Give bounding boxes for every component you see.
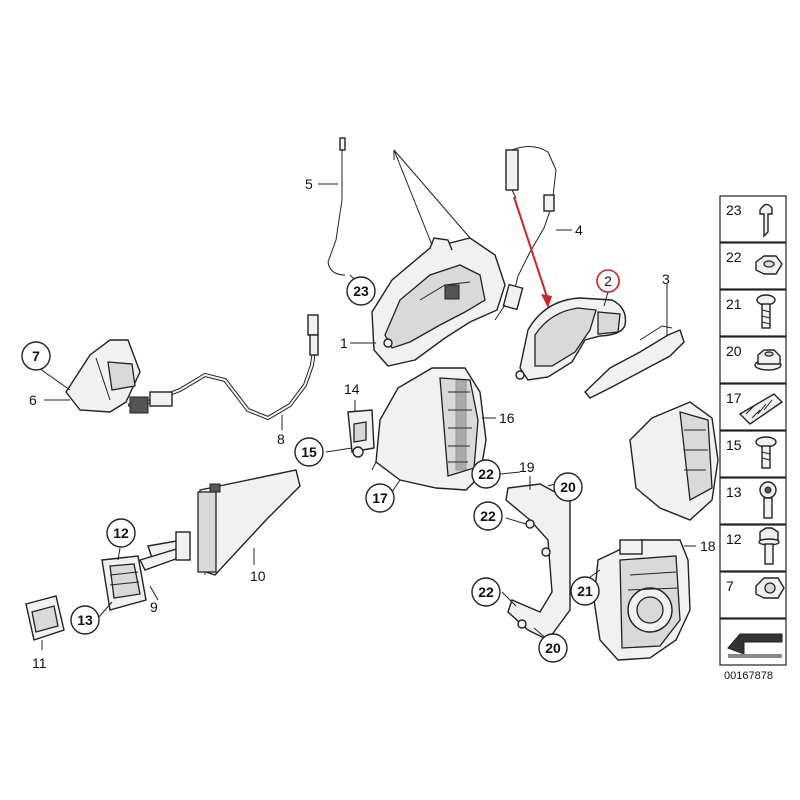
grommet-icon [738, 393, 784, 425]
label-4: 4 [575, 222, 583, 238]
label-6: 6 [29, 392, 37, 408]
callout-21: 21 [570, 576, 600, 606]
hex-nut-icon [755, 577, 785, 599]
label-12: 12 [113, 525, 129, 541]
callout-17: 17 [365, 483, 395, 513]
part-5-lock-rod [327, 137, 346, 276]
part-4-bowden-cable [494, 146, 557, 321]
callout-22-c: 22 [471, 577, 501, 607]
label-21: 21 [577, 583, 593, 599]
label-9: 9 [150, 599, 158, 615]
label-13: 13 [77, 612, 93, 628]
torx-bolt-icon [759, 481, 777, 519]
part-6-trim-cover [65, 339, 141, 413]
bolt-icon [755, 436, 777, 469]
callout-22-b: 22 [473, 501, 503, 531]
part-8-cable [128, 314, 319, 421]
label-22-a: 22 [478, 466, 494, 482]
legend-20-number: 20 [726, 343, 742, 359]
nut-icon [755, 255, 783, 275]
legend-23-number: 23 [726, 202, 742, 218]
label-7: 7 [32, 348, 40, 364]
label-17: 17 [372, 490, 388, 506]
highlight-arrow [513, 196, 552, 308]
callout-23: 23 [346, 276, 376, 306]
label-10: 10 [250, 568, 266, 584]
callout-15: 15 [294, 437, 324, 467]
collar-screw-icon [758, 527, 780, 565]
callout-12: 12 [106, 518, 136, 548]
legend-17-number: 17 [726, 390, 742, 406]
label-3: 3 [662, 271, 670, 287]
callout-20-b: 20 [538, 633, 568, 663]
leader-lines [35, 149, 696, 650]
legend-7-number: 7 [726, 578, 734, 594]
callout-13: 13 [70, 605, 100, 635]
flange-nut-icon [754, 349, 782, 371]
label-2: 2 [604, 273, 612, 289]
legend-22-number: 22 [726, 249, 742, 265]
part-18-actuator [593, 539, 691, 661]
label-1: 1 [340, 335, 348, 351]
part-1-inner-handle-housing [371, 237, 506, 367]
small-parts-legend: 23 22 21 20 17 [719, 195, 787, 682]
callout-20-a: 20 [553, 472, 583, 502]
callout-2-highlighted: 2 [596, 269, 620, 293]
label-20-b: 20 [545, 640, 561, 656]
label-14: 14 [344, 381, 360, 397]
label-18: 18 [700, 538, 716, 554]
part-3-outer-handle [584, 325, 685, 399]
label-11: 11 [32, 655, 47, 671]
orientation-arrow-icon [727, 633, 783, 658]
part-19-bracket [505, 483, 571, 641]
label-22-b: 22 [480, 508, 496, 524]
diagram-code: 00167878 [724, 670, 773, 682]
label-16: 16 [499, 410, 515, 426]
part-16-door-lock [371, 367, 487, 491]
label-20-a: 20 [560, 479, 576, 495]
label-5: 5 [305, 176, 313, 192]
callout-7: 7 [21, 341, 51, 371]
part-10-door-sleeve [197, 469, 301, 576]
part-11-check-bracket [25, 595, 65, 641]
clip-icon [759, 203, 773, 238]
legend-12-number: 12 [726, 531, 742, 547]
part-14-striker [347, 409, 375, 458]
legend-13-number: 13 [726, 484, 742, 500]
callout-22-a: 22 [471, 459, 501, 489]
label-23: 23 [353, 283, 369, 299]
part-17-door-lock-rear [629, 401, 719, 521]
legend-15-number: 15 [726, 437, 742, 453]
label-19: 19 [519, 459, 535, 475]
part-2-handle-cover [515, 297, 627, 381]
label-15: 15 [301, 444, 317, 460]
screw-icon [756, 294, 776, 329]
label-8: 8 [277, 431, 285, 447]
label-22-c: 22 [478, 584, 494, 600]
legend-21-number: 21 [726, 296, 742, 312]
part-9-door-check [101, 531, 191, 611]
